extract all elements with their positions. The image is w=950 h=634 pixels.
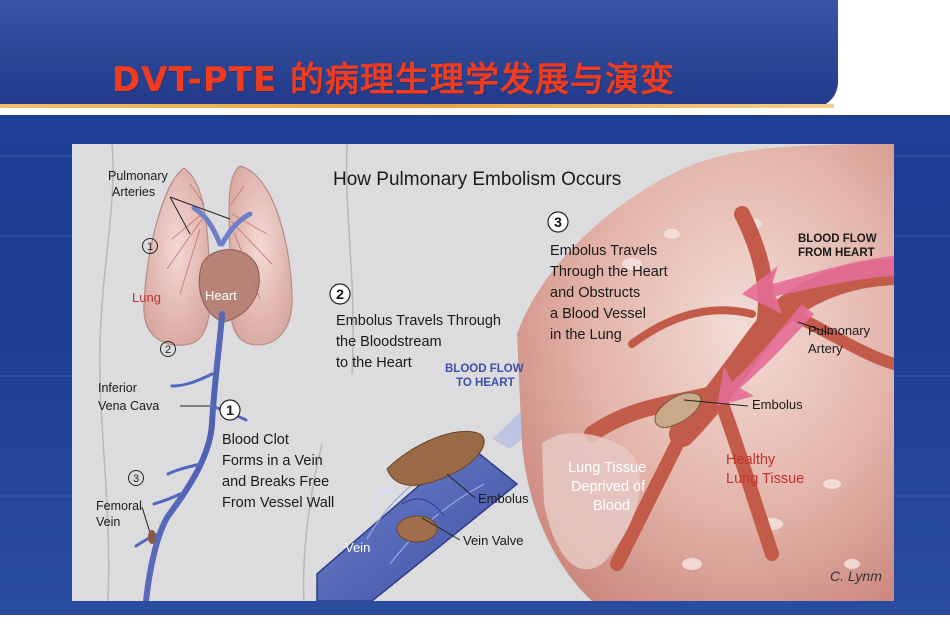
label-healthy-2: Lung Tissue	[726, 471, 804, 487]
artist-signature: C. Lynm	[830, 568, 882, 584]
marker-3-small: 1	[147, 241, 153, 253]
label-blood-flow-to-heart-2: TO HEART	[456, 377, 515, 389]
step-3-line-1: Embolus Travels	[550, 243, 657, 259]
step-1-line-3: and Breaks Free	[222, 474, 329, 490]
step-3-line-4: a Blood Vessel	[550, 306, 646, 322]
step-1-line-2: Forms in a Vein	[222, 453, 323, 469]
step-3-line-2: Through the Heart	[550, 264, 668, 280]
label-lung: Lung	[132, 290, 161, 305]
label-pulmonary-artery-2: Artery	[808, 341, 843, 356]
label-vena-cava-1: Inferior	[98, 381, 137, 395]
label-pulmonary-arteries-1: Pulmonary	[108, 169, 168, 183]
label-healthy-1: Healthy	[726, 452, 776, 468]
marker-2-small: 2	[165, 344, 171, 356]
label-blood-flow-from-heart-2: FROM HEART	[798, 247, 875, 259]
vena-cava-shape	[143, 311, 225, 601]
step-3-line-3: and Obstructs	[550, 285, 640, 301]
label-deprived-1: Lung Tissue	[568, 460, 646, 476]
header-underline	[0, 104, 834, 108]
marker-1-small: 3	[133, 473, 139, 485]
label-embolus-lung: Embolus	[752, 397, 803, 412]
lung-left-shape	[143, 167, 212, 346]
label-heart: Heart	[205, 288, 237, 303]
step-1-line-1: Blood Clot	[222, 432, 289, 448]
label-vein: Vein	[345, 540, 370, 555]
step-2-line-2: the Bloodstream	[336, 334, 442, 350]
step-3-line-5: in the Lung	[550, 327, 622, 343]
label-deprived-3: Blood	[593, 498, 630, 514]
slide-title: DVT-PTE 的病理生理学发展与演变	[112, 60, 676, 100]
label-blood-flow-to-heart-1: BLOOD FLOW	[445, 363, 524, 375]
illustration-heading: How Pulmonary Embolism Occurs	[333, 169, 621, 190]
label-embolus-vein: Embolus	[478, 491, 529, 506]
step-2-line-1: Embolus Travels Through	[336, 313, 501, 329]
label-blood-flow-from-heart-1: BLOOD FLOW	[798, 233, 877, 245]
label-femoral-1: Femoral	[96, 499, 142, 513]
illustration-panel: 1 2 3	[72, 144, 894, 601]
vein-section	[316, 379, 550, 601]
embolus-lung-shape	[654, 392, 702, 428]
step-3-number: 3	[554, 214, 562, 230]
lung-tissue	[517, 144, 894, 601]
step-2-number: 2	[336, 286, 344, 302]
step-2-line-3: to the Heart	[336, 355, 412, 371]
label-pulmonary-arteries-2: Arteries	[112, 185, 155, 199]
pe-illustration: 1 2 3	[96, 144, 894, 601]
label-vein-valve: Vein Valve	[463, 533, 523, 548]
label-deprived-2: Deprived of	[571, 479, 646, 495]
step-1-number: 1	[226, 402, 234, 418]
label-pulmonary-artery-1: Pulmonary	[808, 323, 871, 338]
header-band	[0, 0, 838, 108]
step-1-line-4: From Vessel Wall	[222, 495, 334, 511]
embolus-vein-shape	[386, 430, 485, 486]
label-femoral-2: Vein	[96, 515, 120, 529]
label-vena-cava-2: Vena Cava	[98, 399, 159, 413]
heart-shape	[198, 249, 260, 323]
